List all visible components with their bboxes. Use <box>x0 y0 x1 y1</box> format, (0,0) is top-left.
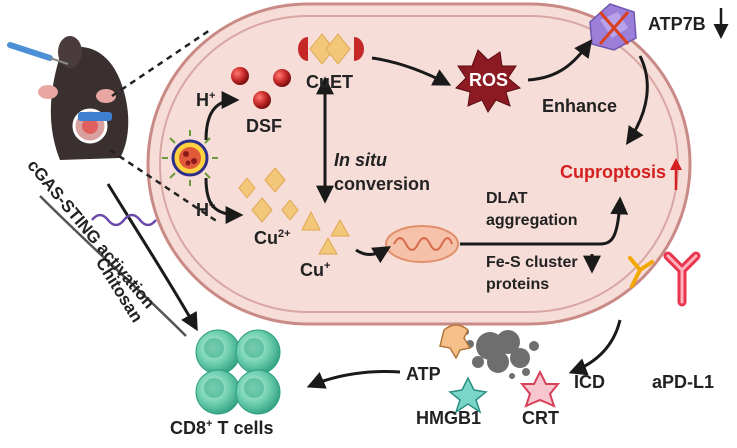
crt-star-icon <box>519 369 561 408</box>
label-cu2: Cu2+ <box>254 228 291 248</box>
label-cuproptosis: Cuproptosis <box>560 162 666 182</box>
label-dlat-line2: aggregation <box>486 212 578 229</box>
label-fes-line1: Fe-S cluster <box>486 254 578 271</box>
arrow-cuet-to-ros <box>371 56 452 86</box>
label-apdl1: aPD-L1 <box>652 372 715 392</box>
label-h-plus-top: H+ <box>196 90 216 110</box>
atp7b-icon <box>589 3 637 51</box>
apdl1-antibody-icon <box>628 251 701 307</box>
chitosan-wave-icon <box>91 213 157 227</box>
hmgb1-star-icon <box>448 376 488 414</box>
label-h-plus-bottom: H+ <box>196 200 216 220</box>
label-conversion: conversion <box>334 174 431 194</box>
label-cd8-tcells: CD8+ T cells <box>170 418 274 438</box>
dsf-molecules-icon <box>231 67 291 109</box>
cuet-icon <box>298 33 364 65</box>
arrow-np-to-cu2 <box>204 177 244 224</box>
arrow-cu1-to-mito <box>355 246 392 264</box>
arrow-mito-to-cuproptosis <box>460 196 629 246</box>
label-hmgb1: HMGB1 <box>416 408 482 428</box>
label-fes-line2: proteins <box>486 276 550 293</box>
mitochondrion-icon <box>385 225 459 263</box>
label-dlat-line1: DLAT <box>486 190 528 207</box>
label-dsf: DSF <box>246 116 282 136</box>
arrow-to-icd <box>568 319 622 376</box>
label-icd: ICD <box>574 372 605 392</box>
arrow-atp7b-to-cuproptosis <box>625 55 649 145</box>
cuproptosis-up-arrow <box>670 158 682 190</box>
arrow-atp-to-tcells <box>306 370 401 389</box>
atp-molecule-icon <box>439 324 472 360</box>
cu2-crystals-icon <box>238 167 299 223</box>
mouse-illustration <box>7 36 129 160</box>
zoom-line-top <box>111 28 211 98</box>
label-enhance: Enhance <box>542 96 618 116</box>
label-ros: ROS <box>469 70 509 90</box>
arrow-mouse-to-tcells <box>106 183 198 332</box>
label-crt: CRT <box>522 408 559 428</box>
icd-debris-icon <box>463 329 539 379</box>
label-cu1: Cu+ <box>300 260 331 280</box>
cd8-tcells-icon <box>195 329 281 415</box>
nanoparticle-icon <box>162 130 218 186</box>
arrow-np-to-dsf <box>204 91 240 141</box>
label-atp7b: ATP7B <box>648 14 706 34</box>
label-cuet: CuET <box>306 72 353 92</box>
arrow-cgas-line <box>39 195 187 337</box>
ros-burst-icon <box>455 49 522 113</box>
arrow-ros-to-atp7b <box>527 39 593 82</box>
label-in-situ: In situ <box>334 150 387 170</box>
cu1-triangles-icon <box>301 210 350 255</box>
label-atp: ATP <box>406 364 441 384</box>
